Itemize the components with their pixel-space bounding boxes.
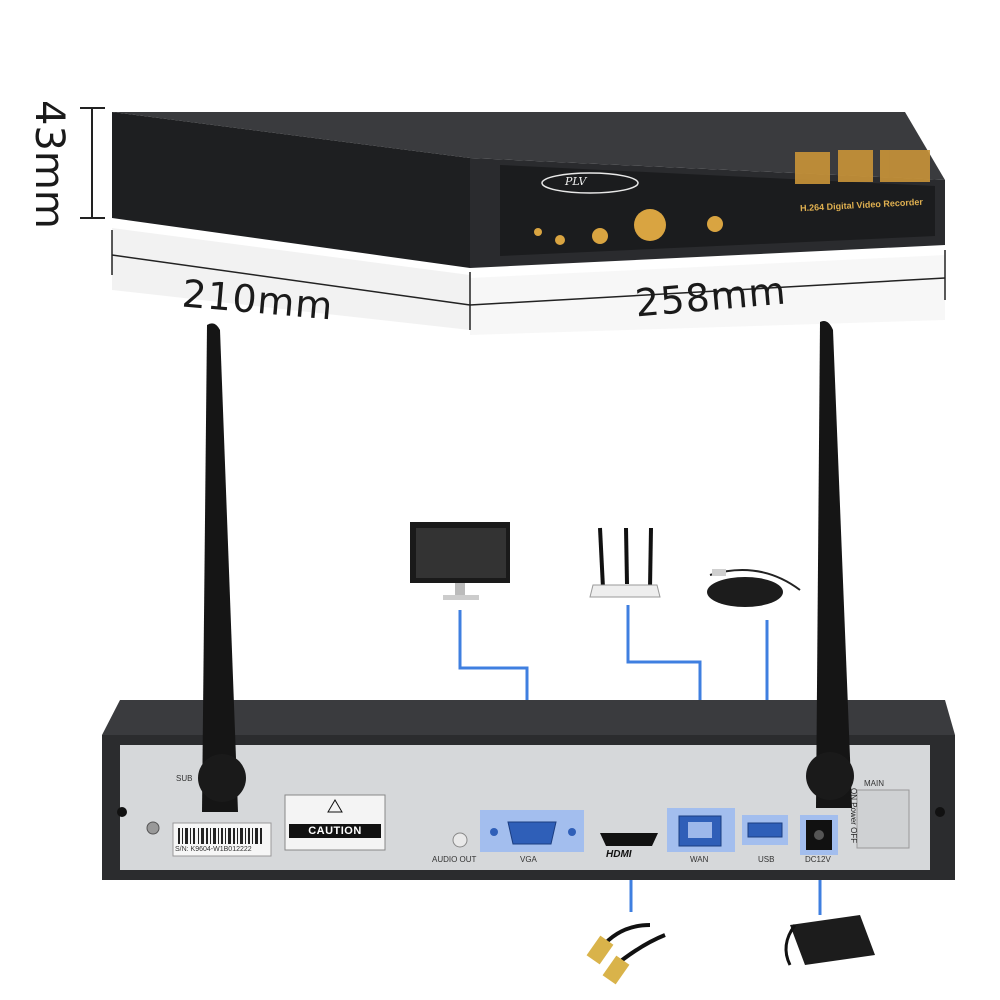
nvr-front-illustration [80, 107, 946, 335]
power-switch [856, 789, 910, 849]
hdmi-cable-icon [586, 923, 666, 985]
dc12v-label: DC12V [805, 855, 831, 864]
power-adapter-icon [784, 915, 875, 966]
monitor-icon [410, 522, 510, 600]
nvr-side-face [112, 112, 470, 268]
ground-screw-icon [146, 821, 160, 835]
gold-flower-ornament [534, 209, 723, 245]
antenna-left-icon [198, 323, 246, 812]
antenna-right-icon [806, 321, 854, 808]
vga-port-icon [490, 821, 576, 845]
nvr-top-surface [112, 112, 945, 180]
wan-port-icon [678, 815, 722, 847]
caution-sticker [284, 794, 386, 851]
power-switch-label: ON Power OFF [849, 788, 858, 844]
usb-port-icon [747, 822, 783, 838]
hdmi-label: HDMI [606, 849, 632, 860]
audio-out-jack [452, 832, 468, 848]
vga-label: VGA [520, 855, 537, 864]
router-icon [589, 527, 661, 598]
wan-label: WAN [690, 855, 709, 864]
audio-out-label: AUDIO OUT [432, 855, 477, 864]
height-dimension-label: 43mm [26, 100, 72, 229]
antenna-main-label: MAIN [864, 779, 884, 788]
serial-number-label: S/N: K9604-W1B012222 [175, 846, 252, 853]
usb-label: USB [758, 855, 775, 864]
brand-label: PLV [565, 175, 587, 188]
antenna-sub-label: SUB [176, 774, 193, 783]
mouse-icon [707, 569, 801, 607]
dc-power-port-icon [806, 820, 832, 850]
hdmi-port-icon [600, 833, 658, 846]
nvr-rear-top [102, 700, 955, 735]
nvr-rear-illustration [102, 321, 955, 985]
gold-pattern-ornament [795, 150, 930, 184]
caution-label: CAUTION [308, 825, 362, 837]
brand-logo [541, 172, 639, 194]
